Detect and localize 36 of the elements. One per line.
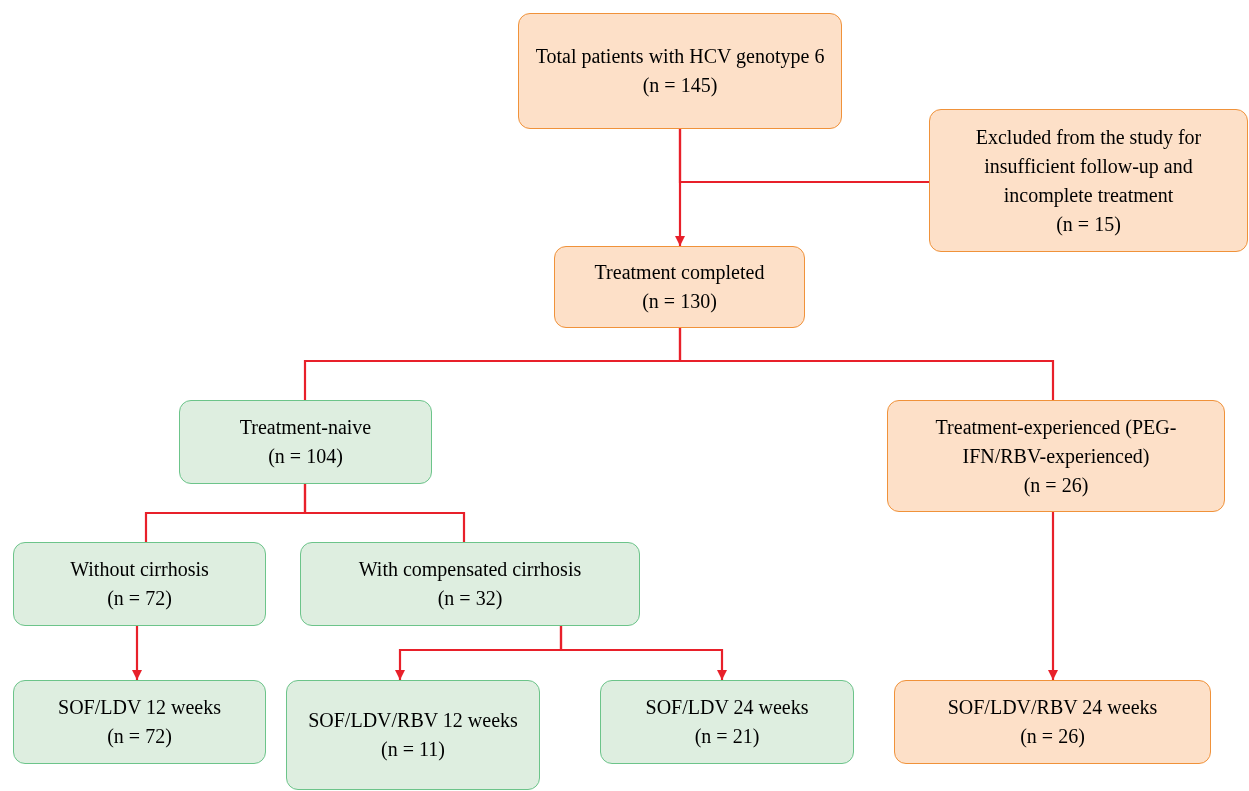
process-box [929, 109, 1248, 252]
box-text: (n = 130) [642, 289, 717, 315]
box-text: Treatment completed [594, 260, 765, 286]
box-text: (n = 104) [268, 444, 343, 470]
box-text: Total patients with HCV genotype 6 [535, 44, 825, 70]
box-text: (n = 145) [642, 73, 718, 99]
process-box [179, 400, 432, 484]
box-text: (n = 72) [107, 586, 172, 612]
process-box [887, 400, 1225, 512]
connector-arrow [559, 626, 727, 680]
box-text: Excluded from the study for insufficient follow-up and incomplete treatment [974, 124, 1203, 209]
box-text: (n = 21) [694, 724, 760, 750]
box-text: (n = 72) [107, 724, 172, 750]
connector-arrow [1048, 512, 1058, 680]
box-text: SOF/LDV 24 weeks [645, 695, 809, 720]
process-box [286, 680, 540, 790]
box-text: SOF/LDV/RBV 12 weeks [308, 708, 518, 733]
process-box [554, 246, 805, 328]
process-box [894, 680, 1211, 764]
box-text: With compensated cirrhosis [358, 557, 582, 583]
box-text: Treatment-experienced (PEG-IFN/RBV-experienced) [934, 414, 1178, 470]
box-text: (n = 26) [1020, 724, 1085, 750]
box-text: (n = 26) [1023, 472, 1089, 499]
process-box [300, 542, 640, 626]
connector-arrow [132, 626, 142, 680]
process-box [13, 542, 266, 626]
box-text: SOF/LDV/RBV 24 weeks [947, 695, 1158, 720]
box-text: (n = 32) [437, 586, 503, 612]
box-text: (n = 15) [1056, 211, 1121, 238]
box-text: SOF/LDV 12 weeks [58, 695, 221, 720]
box-text: Treatment-naive [239, 415, 372, 440]
box-text: (n = 11) [381, 737, 445, 763]
process-box [600, 680, 854, 764]
process-box [13, 680, 266, 764]
box-text: Without cirrhosis [70, 557, 209, 582]
process-box [518, 13, 842, 129]
